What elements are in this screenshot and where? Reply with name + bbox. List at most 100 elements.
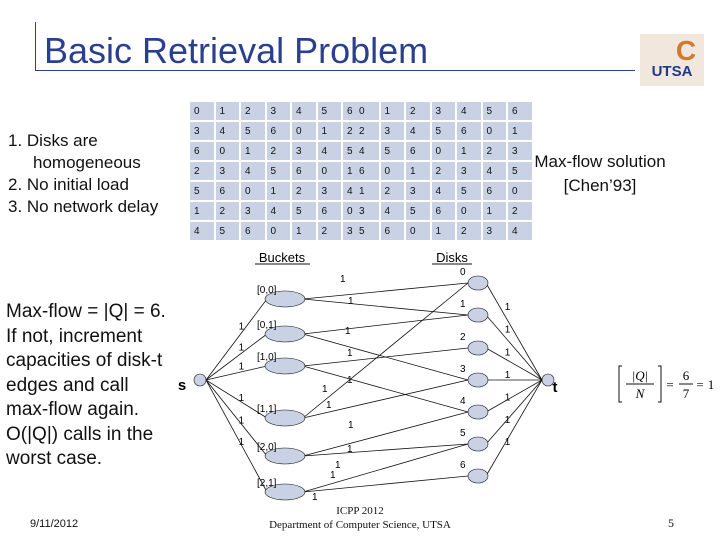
grid-cell: 6 — [508, 102, 532, 120]
grid-cell: 2 — [241, 102, 265, 120]
source-bucket-edge — [205, 379, 268, 419]
disk-sink-edge — [485, 282, 543, 381]
utsa-logo: C UTSA — [640, 34, 704, 86]
disk-node — [467, 340, 489, 356]
grid-cell: 1 — [266, 182, 290, 200]
disk-node-label: 2 — [460, 332, 466, 343]
grid-cell: 3 — [317, 182, 341, 200]
lhs-numerator: |Q| — [632, 368, 649, 383]
bucket-disk-edge — [302, 443, 469, 457]
grid-cell: 3 — [190, 122, 214, 140]
title-rule-horizontal — [35, 70, 635, 71]
bucket-disk-edge — [302, 282, 469, 300]
grid-cell: 3 — [355, 202, 379, 220]
bucket-disk-edge — [302, 298, 469, 316]
bucket-node-label: [0,0] — [257, 285, 277, 296]
source-bucket-edge — [205, 379, 268, 457]
equals-sign: = — [696, 377, 703, 392]
source-node — [193, 373, 207, 387]
disk-sink-edge — [485, 347, 543, 381]
grid-cell: 1 — [431, 222, 455, 240]
source-label: s — [178, 377, 186, 394]
conference-name: ICPP 2012 — [336, 505, 384, 517]
grid-cell: 5 — [457, 182, 481, 200]
edge-capacity-label: 1 — [335, 460, 341, 471]
edge-capacity-label: 1 — [348, 296, 354, 307]
result-value: 1 — [708, 377, 715, 392]
grid-cell: 0 — [508, 182, 532, 200]
grid-cell: 4 — [317, 142, 341, 160]
grid-cell: 5 — [266, 162, 290, 180]
paragraph-line: capacities of disk-t — [6, 350, 163, 371]
grid-cell: 5 — [508, 162, 532, 180]
disk-node-label: 4 — [460, 396, 466, 407]
grid-cell: 5 — [292, 202, 316, 220]
slide-title: Basic Retrieval Problem — [44, 30, 429, 71]
grid-cell: 4 — [380, 202, 404, 220]
bucket-node — [264, 447, 306, 465]
grid-cell: 6 — [355, 162, 379, 180]
grid-cell: 2 — [292, 182, 316, 200]
grid-cell: 4 — [482, 162, 506, 180]
grid-cell: 3 — [508, 142, 532, 160]
bucket-node — [264, 325, 306, 343]
sink-node — [541, 373, 555, 387]
grid-cell: 1 — [508, 122, 532, 140]
rhs-denominator: 7 — [683, 386, 690, 401]
note-line: [Chen’93] — [563, 176, 637, 195]
disk-node-label: 3 — [460, 364, 466, 375]
edge-capacity-label: 1 — [239, 362, 245, 373]
grid-cell: 6 — [317, 202, 341, 220]
disk-node — [467, 372, 489, 388]
edge-capacity-label: 1 — [322, 384, 328, 395]
grid-cell: 6 — [215, 182, 239, 200]
slide-footer: ICPP 2012 Department of Computer Science… — [250, 504, 470, 532]
grid-cell: 6 — [266, 122, 290, 140]
list-item: 1. Disks are — [8, 131, 98, 150]
disk-sink-edge — [485, 379, 543, 413]
slide-date: 9/11/2012 — [30, 518, 79, 530]
grid-cell: 1 — [215, 102, 239, 120]
grid-cell: 4 — [355, 142, 379, 160]
grid-cell: 4 — [508, 222, 532, 240]
bucket-node-label: [0,1] — [257, 320, 277, 331]
grid-cell: 2 — [317, 222, 341, 240]
grid-cell: 0 — [215, 142, 239, 160]
disk-node-label: 5 — [460, 428, 466, 439]
grid-cell: 0 — [431, 142, 455, 160]
edge-capacity-label: 1 — [505, 370, 511, 381]
grid-cell: 2 — [355, 122, 379, 140]
grid-cell: 1 — [457, 142, 481, 160]
paragraph-line: O(|Q|) calls in the — [6, 423, 154, 445]
bucket-node-label: [2,1] — [257, 478, 277, 489]
disks-label: Disks — [436, 250, 468, 265]
edge-layer — [205, 282, 543, 493]
paragraph-line: max-flow again. — [6, 399, 140, 420]
lhs-denominator: N — [635, 386, 646, 401]
grid-cell: 2 — [380, 182, 404, 200]
grid-cell: 4 — [215, 122, 239, 140]
grid-cell: 4 — [431, 182, 455, 200]
grid-cell: 0 — [317, 162, 341, 180]
grid-cell: 0 — [380, 162, 404, 180]
grid-cell: 5 — [190, 182, 214, 200]
edge-capacity-label: 1 — [505, 348, 511, 359]
grid-cell: 4 — [241, 162, 265, 180]
grid-cell: 6 — [380, 222, 404, 240]
department-name: Department of Computer Science, UTSA — [269, 519, 451, 531]
paragraph-line: worst case. — [6, 448, 103, 469]
edge-capacity-label: 1 — [347, 375, 353, 386]
grid-cell: 3 — [380, 122, 404, 140]
grid-cell: 3 — [292, 142, 316, 160]
